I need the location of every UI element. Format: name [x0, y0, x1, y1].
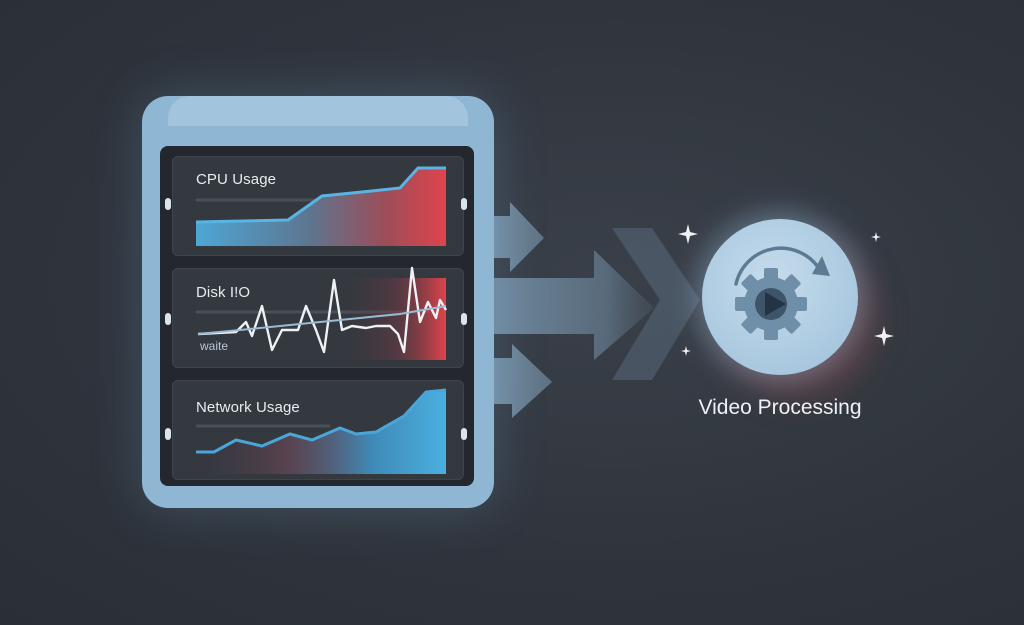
handle-left-1 [165, 198, 171, 210]
arrow-middle [494, 250, 654, 360]
handle-right-2 [461, 313, 467, 325]
network-line [196, 388, 447, 454]
network-usage-label: Network Usage [196, 399, 300, 416]
server-chassis-top [168, 96, 468, 126]
play-icon [765, 292, 786, 316]
handle-right-3 [461, 428, 467, 440]
cpu-area [196, 168, 446, 246]
disk-io-label: Disk I!O [196, 284, 251, 301]
arrow-chevron [612, 228, 700, 380]
refresh-arrow-icon [734, 246, 830, 286]
sparkle-icon-4 [874, 326, 894, 346]
arrow-bottom [494, 344, 552, 418]
disk-wait-label: waite [200, 339, 229, 353]
handle-left-2 [165, 313, 171, 325]
sparkle-icon-2 [871, 232, 881, 242]
disk-spike-line [197, 266, 448, 354]
video-processing-label: Video Processing [698, 396, 862, 419]
sparkle-icon-1 [678, 224, 698, 244]
arrow-top [494, 202, 544, 272]
network-area [196, 390, 446, 474]
cpu-usage-label: CPU Usage [196, 171, 277, 188]
handle-right-1 [461, 198, 467, 210]
handle-left-3 [165, 428, 171, 440]
cpu-line [195, 166, 446, 224]
disk-trend-line [197, 305, 447, 335]
sparkle-icon-3 [681, 346, 691, 356]
